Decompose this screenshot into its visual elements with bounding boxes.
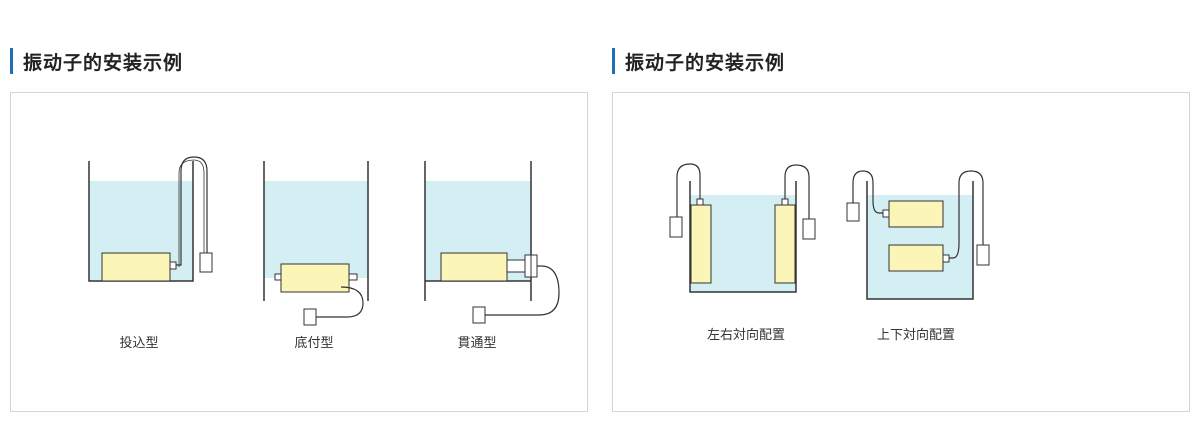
- upper-connector: [882, 209, 890, 218]
- left-connector: [696, 198, 704, 206]
- wall-flange: [524, 254, 532, 278]
- tank-up-down: 上下対向配置: [846, 170, 990, 343]
- cable: [331, 292, 353, 307]
- upper-generator-box: [846, 202, 860, 222]
- lower-transducer: [888, 244, 944, 272]
- label-bottom: 底付型: [294, 335, 333, 351]
- right-connector: [781, 198, 789, 206]
- cable: [316, 286, 364, 318]
- right-transducer: [774, 204, 796, 284]
- installation-diagram-left: 投込型 底付型: [88, 156, 560, 351]
- section-header-right: 振动子的安装示例: [612, 48, 785, 74]
- tank-left-right: 左右対向配置: [669, 163, 816, 343]
- immersion-transducer: [101, 252, 171, 282]
- label-through: 貫通型: [457, 336, 496, 351]
- diagram-box-right: 左右対向配置 上下対向配置: [612, 92, 1190, 412]
- cable: [485, 265, 560, 316]
- header-accent-bar: [612, 48, 615, 74]
- water-fill: [264, 181, 368, 278]
- tank-outline: [424, 161, 532, 301]
- lower-connector: [942, 254, 950, 263]
- lower-generator-box: [976, 244, 990, 266]
- label-immersion: 投込型: [119, 335, 158, 351]
- right-cable: [784, 164, 810, 219]
- section-title-right: 振动子的安装示例: [625, 51, 786, 74]
- upper-transducer: [888, 200, 944, 228]
- section-title-left: 振动子的安装示例: [23, 51, 184, 74]
- right-generator-box: [802, 218, 816, 240]
- generator-box: [303, 308, 317, 326]
- tank-outline: [689, 181, 797, 293]
- left-transducer: [690, 204, 712, 284]
- connector: [169, 261, 177, 270]
- mount-sleeve: [506, 259, 526, 273]
- diagram-box-left: 投込型 底付型: [10, 92, 588, 412]
- generator-box: [472, 306, 486, 324]
- tank-bottom: 底付型: [263, 161, 369, 351]
- bottom-transducer: [280, 263, 350, 293]
- left-cable: [676, 163, 701, 217]
- lower-cable: [949, 170, 984, 259]
- tank-outline: [263, 161, 369, 301]
- label-up-down: 上下対向配置: [877, 327, 955, 343]
- left-generator-box: [669, 216, 683, 238]
- generator-box: [199, 252, 213, 273]
- outer-flange: [530, 254, 538, 278]
- tank-through: 貫通型: [424, 161, 560, 351]
- label-left-right: 左右対向配置: [707, 327, 785, 343]
- installation-diagram-right: 左右対向配置 上下対向配置: [669, 163, 990, 343]
- upper-cable: [852, 170, 883, 214]
- cable: [176, 156, 208, 266]
- section-header-left: 振动子的安装示例: [10, 48, 183, 74]
- through-transducer: [440, 252, 508, 282]
- header-accent-bar: [10, 48, 13, 74]
- tank-immersion: 投込型: [88, 156, 213, 351]
- tank-outline: [866, 181, 974, 300]
- cable-inner: [178, 159, 205, 267]
